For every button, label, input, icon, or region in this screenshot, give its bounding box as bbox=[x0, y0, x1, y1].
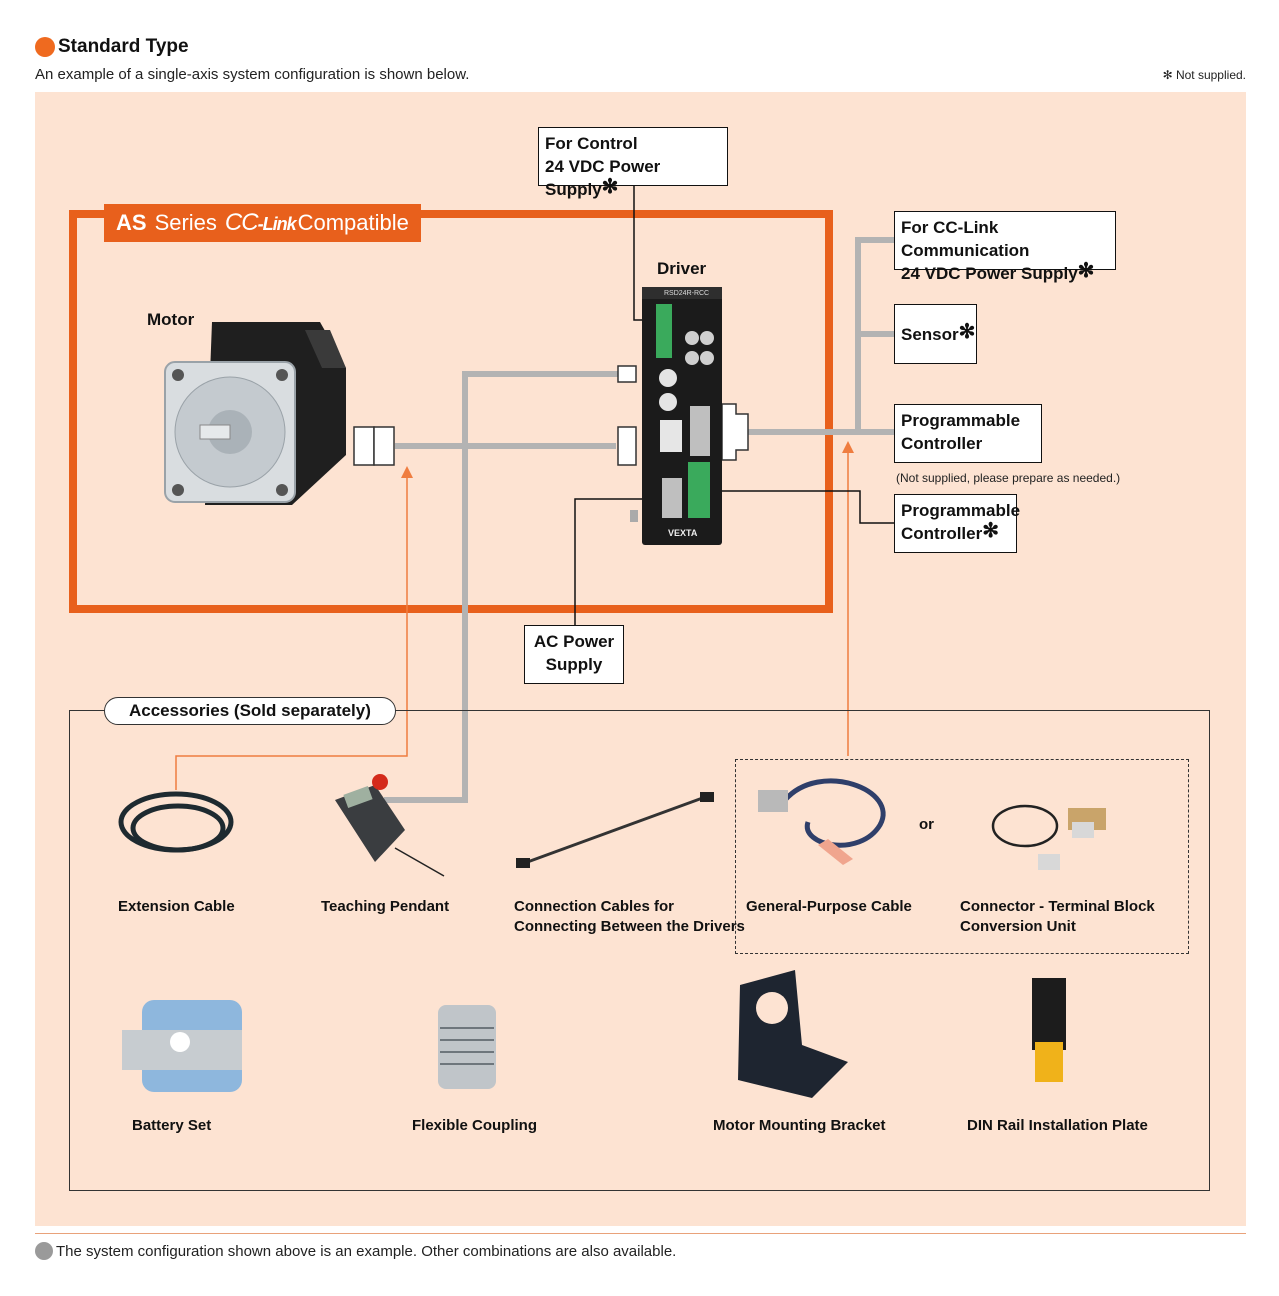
plc-io-box: Programmable Controller✻ bbox=[894, 494, 1021, 553]
accessory-caption-terminal-block-unit: Connector - Terminal Block Conversion Un… bbox=[960, 897, 1155, 937]
accessory-caption-general-cable: General-Purpose Cable bbox=[746, 897, 912, 917]
accessories-frame bbox=[69, 710, 1210, 1191]
footer-note: The system configuration shown above is … bbox=[35, 1242, 676, 1260]
not-supplied-mark: ✻ bbox=[958, 320, 976, 343]
accessories-tab: Accessories (Sold separately) bbox=[104, 697, 396, 725]
caption-line: Conversion Unit bbox=[960, 918, 1076, 935]
control-psu-line1: For Control bbox=[545, 134, 638, 153]
page-title: Standard Type bbox=[35, 36, 189, 58]
cc-link-logo-link: -Link bbox=[257, 214, 297, 234]
plc-io-line1: Programmable bbox=[901, 501, 1021, 520]
caption-line: Motor Mounting Bracket bbox=[713, 1117, 886, 1134]
teaching-pendant-image bbox=[335, 774, 445, 877]
accessory-caption-motor-bracket: Motor Mounting Bracket bbox=[713, 1116, 886, 1136]
cclink-bus-cable bbox=[855, 237, 898, 432]
driver-label: Driver bbox=[657, 259, 707, 278]
footer-divider bbox=[35, 1233, 1246, 1234]
connector-icon bbox=[353, 426, 375, 466]
accessory-caption-battery-set: Battery Set bbox=[132, 1116, 211, 1136]
cclink-psu-line1: For CC-Link Communication bbox=[901, 218, 1030, 260]
sensor-box: Sensor✻ bbox=[894, 304, 977, 364]
cc-link-logo-cc: CC bbox=[224, 209, 259, 236]
not-supplied-mark: ✻ bbox=[982, 520, 999, 542]
extension-cable-image bbox=[118, 791, 234, 853]
cclink-psu-box: For CC-Link Communication 24 VDC Power S… bbox=[894, 211, 1116, 283]
driver-brand: VEXTA bbox=[668, 528, 698, 538]
plc-line2: Controller bbox=[901, 434, 983, 453]
page-title-text: Standard Type bbox=[58, 36, 189, 57]
gray-bullet-icon bbox=[35, 1242, 53, 1260]
motor-image bbox=[164, 322, 346, 505]
accessory-caption-din-rail-plate: DIN Rail Installation Plate bbox=[967, 1116, 1148, 1136]
not-supplied-mark: ✻ bbox=[601, 176, 619, 198]
ac-power-wire bbox=[574, 498, 672, 625]
plc-io-wire bbox=[712, 490, 898, 524]
plc-io-line2: Controller bbox=[901, 524, 983, 543]
not-supplied-mark: ✻ bbox=[1077, 260, 1095, 282]
caption-line: Battery Set bbox=[132, 1117, 212, 1134]
pendant-cable bbox=[384, 371, 618, 803]
series-suffix: Compatible bbox=[297, 210, 409, 235]
page-subtitle: An example of a single-axis system confi… bbox=[35, 66, 470, 83]
series-frame bbox=[69, 210, 833, 613]
connection-cable-image bbox=[516, 792, 714, 868]
accessory-caption-flexible-coupling: Flexible Coupling bbox=[412, 1116, 537, 1136]
caption-line: Connection Cables for bbox=[514, 898, 675, 915]
sensor-label: Sensor bbox=[901, 324, 959, 344]
motor-label: Motor bbox=[147, 310, 195, 329]
footer-note-text: The system configuration shown above is … bbox=[56, 1242, 677, 1260]
not-supplied-legend: ✻ Not supplied. bbox=[1162, 68, 1246, 82]
extension-cable-link bbox=[175, 478, 408, 790]
orange-bullet-icon bbox=[35, 37, 55, 57]
general-purpose-cable-image bbox=[758, 778, 886, 865]
caption-line: DIN Rail Installation Plate bbox=[967, 1117, 1148, 1134]
caption-line: Extension Cable bbox=[118, 898, 235, 915]
driver-image bbox=[630, 287, 722, 545]
plc-line1: Programmable bbox=[901, 411, 1021, 430]
caption-line: Connecting Between the Drivers bbox=[514, 918, 745, 935]
flexible-coupling-image bbox=[438, 1005, 496, 1089]
motor-bracket-image bbox=[738, 970, 848, 1098]
plc-note: (Not supplied, please prepare as needed.… bbox=[896, 471, 1121, 485]
caption-line: General-Purpose Cable bbox=[746, 898, 912, 915]
general-cable-options-frame bbox=[735, 759, 1189, 954]
caption-line: Connector - Terminal Block bbox=[960, 898, 1155, 915]
series-word: Series bbox=[154, 210, 217, 235]
connector-icon bbox=[721, 403, 749, 461]
cclink-psu-line2: 24 VDC Power Supply bbox=[901, 264, 1078, 283]
ac-power-line1: AC Power bbox=[533, 632, 615, 651]
accessory-caption-connection-cables: Connection Cables for Connecting Between… bbox=[514, 897, 745, 937]
caption-line: Teaching Pendant bbox=[321, 898, 450, 915]
arrow-up-icon bbox=[842, 441, 854, 453]
connector-icon bbox=[373, 426, 395, 466]
or-label: or bbox=[919, 816, 934, 833]
terminal-block-unit-image bbox=[991, 804, 1106, 870]
control-psu-line2: 24 VDC Power Supply bbox=[545, 157, 661, 199]
control-psu-box: For Control 24 VDC Power Supply✻ bbox=[538, 127, 728, 199]
plc-box: Programmable Controller bbox=[894, 404, 1042, 463]
ac-power-box: AC Power Supply bbox=[524, 625, 624, 684]
connector-icon bbox=[617, 365, 637, 383]
driver-model: RSD24R-RCC bbox=[664, 290, 710, 297]
accessory-caption-extension-cable: Extension Cable bbox=[118, 897, 235, 917]
ac-power-line2: Supply bbox=[545, 655, 603, 674]
arrow-up-icon bbox=[401, 466, 413, 478]
connector-icon bbox=[617, 426, 637, 466]
battery-set-image bbox=[122, 1000, 242, 1092]
series-prefix: AS bbox=[116, 210, 147, 235]
cc-link-logo: CC-Link bbox=[224, 209, 297, 237]
series-tab: AS Series CC-Link Compatible bbox=[104, 204, 421, 242]
din-rail-plate-image bbox=[1032, 978, 1066, 1082]
accessory-caption-teaching-pendant: Teaching Pendant bbox=[321, 897, 449, 917]
caption-line: Flexible Coupling bbox=[412, 1117, 538, 1134]
